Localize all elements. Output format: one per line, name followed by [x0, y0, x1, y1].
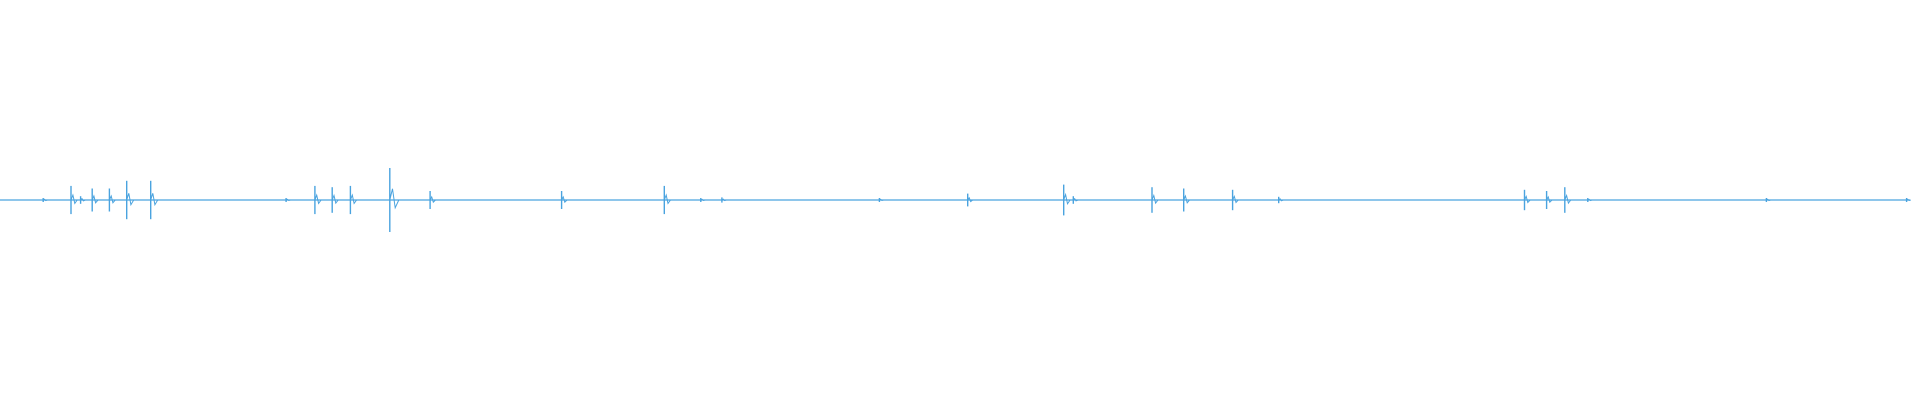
waveform-peak-tail: [663, 193, 671, 205]
waveform-peak-tail: [1564, 193, 1572, 205]
waveform-peak-tail: [1232, 194, 1239, 204]
waveform-peaks: [42, 168, 1911, 232]
waveform-peak-tail: [429, 195, 436, 204]
waveform-peak-tail: [1063, 192, 1071, 206]
waveform-peak-tail: [561, 195, 568, 204]
waveform-peak-tail: [1524, 194, 1531, 204]
waveform-peak-tail: [967, 196, 974, 203]
waveform-peak-tail: [1766, 198, 1771, 202]
waveform-peak-tail: [1906, 198, 1911, 202]
waveform-peak-tail: [1151, 193, 1159, 205]
waveform-peak-tail: [70, 193, 78, 205]
waveform-peak-tail: [349, 193, 358, 205]
waveform-peak-tail: [700, 198, 706, 202]
waveform-peak-tail: [1546, 195, 1553, 204]
waveform-peak-tail: [126, 193, 135, 207]
waveform-peak-tail: [314, 193, 322, 205]
waveform-peak-tail: [42, 198, 48, 202]
waveform-peak-tail: [1072, 197, 1079, 202]
waveform-peak-tail: [721, 198, 727, 202]
waveform-peak-tail: [91, 194, 99, 204]
waveform-peak-tail: [331, 193, 339, 205]
waveform-peak-tail: [150, 193, 159, 207]
waveform-peak-tail: [1183, 194, 1190, 204]
waveform-peak-tail: [389, 188, 400, 210]
waveform-peak-tail: [80, 197, 86, 202]
waveform-peak-tail: [1587, 198, 1593, 202]
waveform-peak-tail: [1278, 198, 1284, 202]
waveform-peak-tail: [108, 194, 116, 204]
waveform-peak-tail: [879, 198, 884, 202]
waveform-peak-tail: [285, 198, 291, 202]
